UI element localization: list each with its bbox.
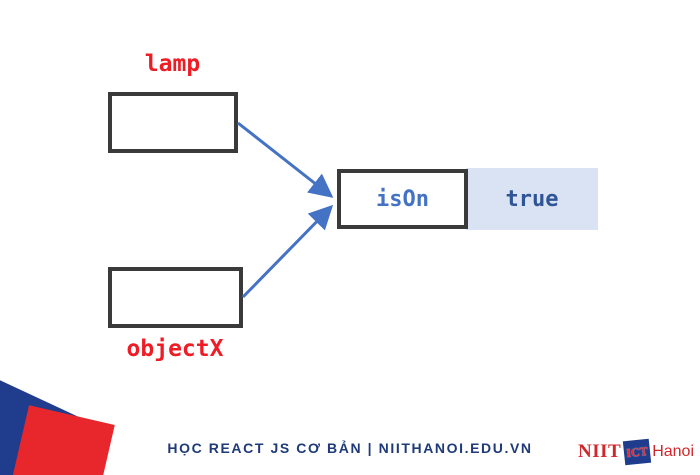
state-key-cell: isOn — [337, 169, 468, 229]
logo-niit-text: NIIT — [578, 441, 622, 462]
variable-label-objectx: objectX — [126, 336, 224, 362]
logo-ict-badge-icon: ICT — [623, 438, 652, 466]
state-value-cell: true — [466, 168, 598, 230]
logo-hanoi-text: Hanoi — [652, 443, 694, 460]
arrow-objectx-to-ison — [241, 204, 334, 299]
footer-course-text: HỌC REACT JS CƠ BẢN | NIITHANOI.EDU.VN — [167, 440, 533, 456]
lamp-reference-box — [108, 92, 238, 153]
variable-label-lamp: lamp — [144, 51, 201, 77]
arrow-lamp-to-ison — [237, 121, 334, 198]
niit-hanoi-logo: NIIT ICT Hanoi — [578, 438, 694, 466]
objectx-reference-box — [108, 267, 243, 328]
